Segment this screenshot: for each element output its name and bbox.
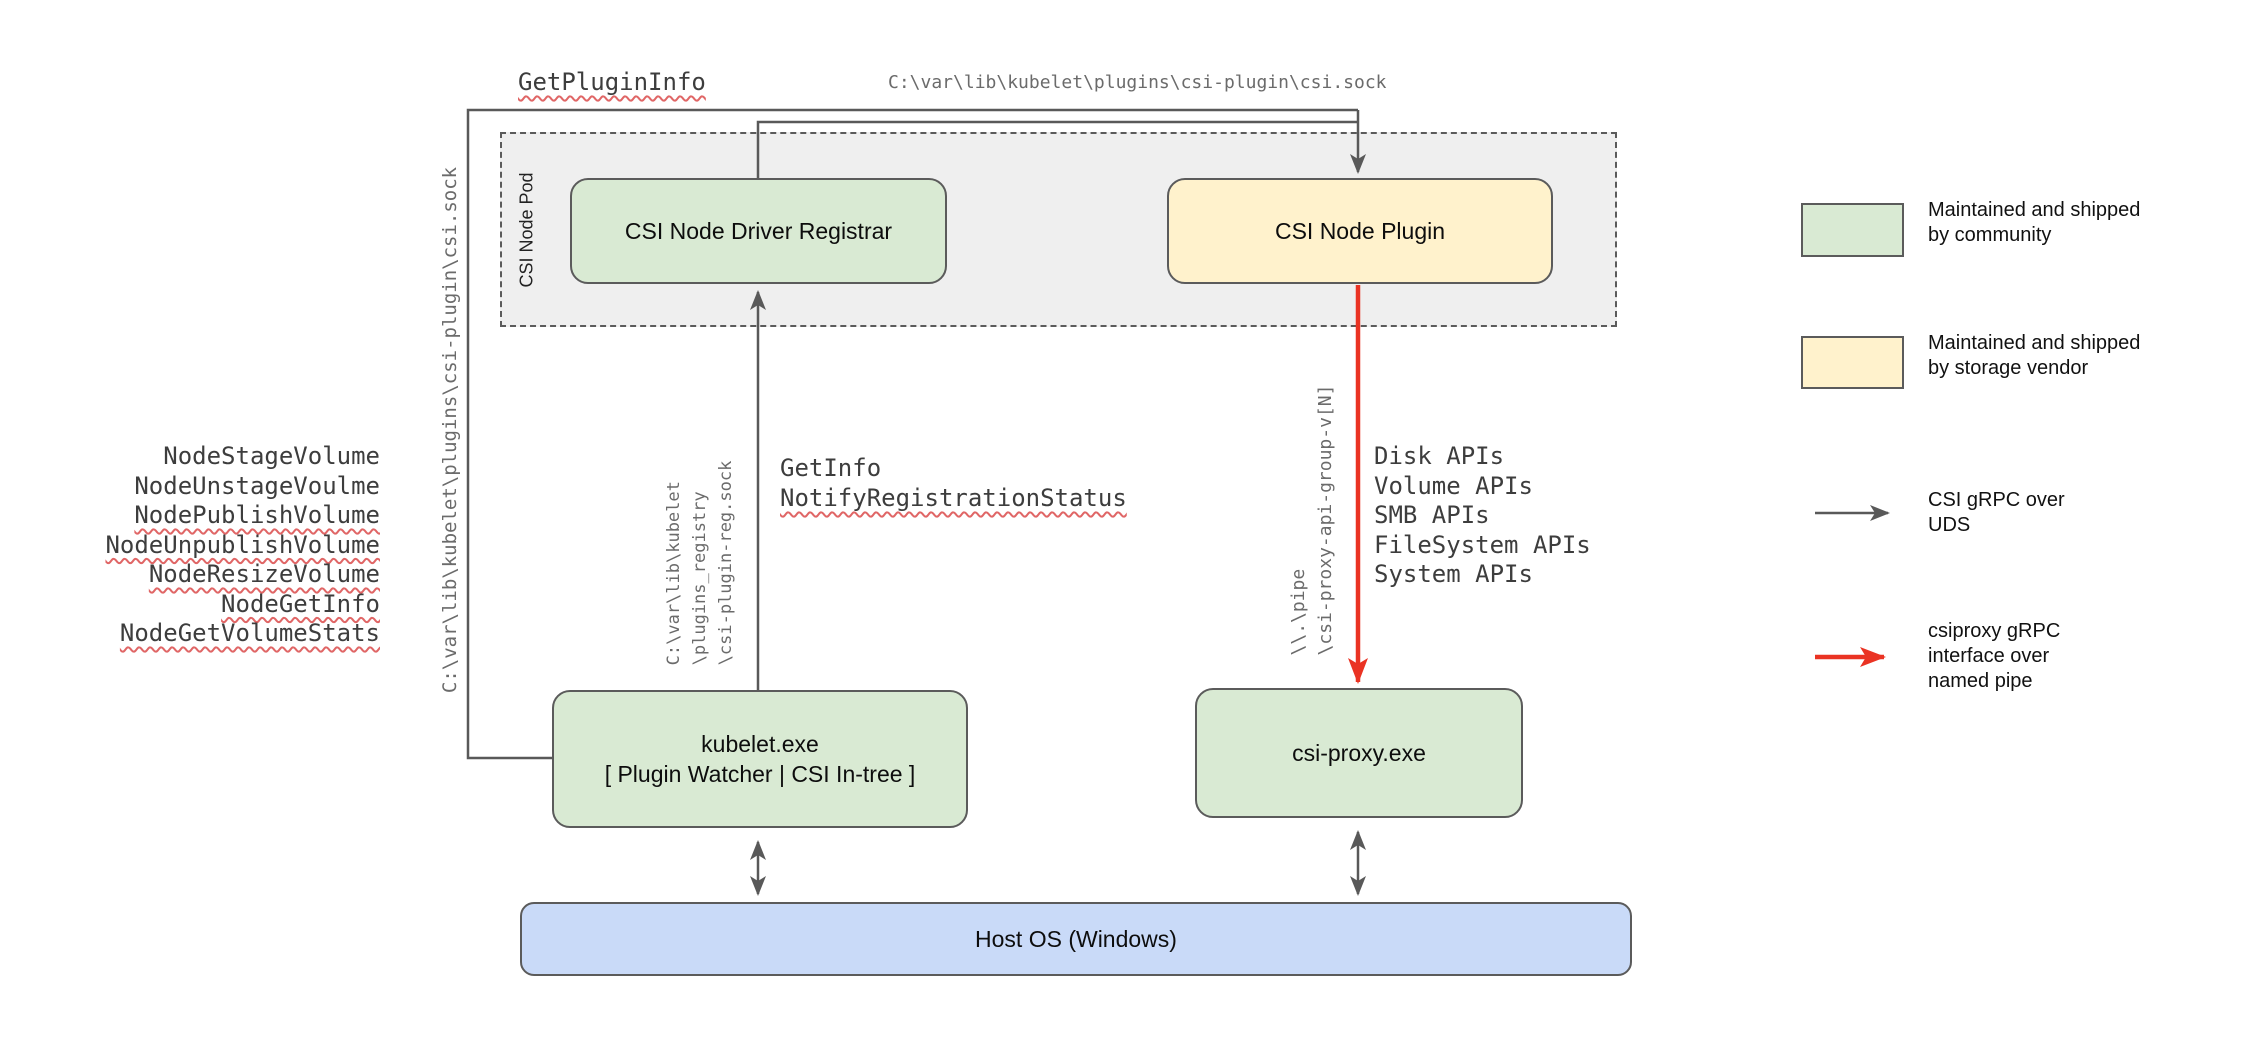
legend-community-line: by community bbox=[1928, 224, 2052, 246]
notify-registration-status-label: NotifyRegistrationStatus bbox=[780, 484, 1127, 512]
node-rpc-call: NodeStageVolume bbox=[163, 442, 380, 470]
legend-vendor-swatch bbox=[1801, 336, 1904, 389]
legend-community-text: Maintained and shipped by community bbox=[1928, 198, 2140, 248]
wire-kubelet-to-plugin bbox=[466, 108, 1358, 760]
csi-node-plugin-box: CSI Node Plugin bbox=[1167, 178, 1553, 284]
named-pipe-path-line: \\.\pipe bbox=[1288, 568, 1309, 656]
csi-sock-path-left-label: C:\var\lib\kubelet\plugins\csi-plugin\cs… bbox=[439, 166, 461, 694]
proxy-api-item: SMB APIs bbox=[1374, 501, 1490, 529]
node-rpc-call: NodePublishVolume bbox=[134, 501, 380, 529]
registry-sock-path-line: \csi-plugin-reg.sock bbox=[716, 460, 736, 666]
legend-uds-text: CSI gRPC over UDS bbox=[1928, 488, 2065, 538]
node-rpc-call-list: NodeStageVolume NodeUnstageVoulme NodePu… bbox=[80, 442, 380, 649]
proxy-api-item: Disk APIs bbox=[1374, 442, 1505, 470]
node-rpc-call: NodeUnpublishVolume bbox=[105, 530, 380, 559]
legend-community-swatch bbox=[1801, 203, 1904, 257]
legend-vendor-line: Maintained and shipped bbox=[1928, 332, 2141, 354]
legend-uds-line: CSI gRPC over bbox=[1928, 489, 2065, 511]
csi-node-driver-registrar-label: CSI Node Driver Registrar bbox=[624, 218, 893, 244]
legend-pipe-text: csiproxy gRPC interface over named pipe bbox=[1928, 619, 2060, 694]
proxy-api-list: Disk APIs Volume APIs SMB APIs FileSyste… bbox=[1374, 442, 1591, 590]
get-plugin-info-label: GetPluginInfo bbox=[518, 68, 706, 96]
legend-community-line: Maintained and shipped bbox=[1928, 199, 2141, 221]
legend-vendor-line: by storage vendor bbox=[1928, 357, 2089, 379]
csi-node-plugin-label: CSI Node Plugin bbox=[1274, 218, 1446, 244]
host-os-label: Host OS (Windows) bbox=[975, 926, 1177, 952]
wire-registrar-to-plugin bbox=[756, 120, 1358, 178]
node-rpc-call: NodeUnstageVoulme bbox=[134, 471, 380, 500]
kubelet-label-line1: kubelet.exe bbox=[701, 731, 819, 757]
registry-sock-path-label: C:\var\lib\kubelet \plugins_registry \cs… bbox=[661, 461, 739, 666]
legend-pipe-line: named pipe bbox=[1928, 670, 2033, 692]
kubelet-box: kubelet.exe [ Plugin Watcher | CSI In-tr… bbox=[552, 690, 968, 828]
host-os-box: Host OS (Windows) bbox=[520, 902, 1632, 976]
csi-proxy-label: csi-proxy.exe bbox=[1292, 740, 1426, 766]
registry-sock-path-line: C:\var\lib\kubelet bbox=[664, 481, 684, 666]
named-pipe-path-label: \\.\pipe \csi-proxy-api-group-v[N] bbox=[1285, 385, 1339, 656]
legend-vendor-text: Maintained and shipped by storage vendor bbox=[1928, 331, 2140, 381]
get-info-label: GetInfo bbox=[780, 454, 882, 482]
proxy-api-item: FileSystem APIs bbox=[1374, 530, 1591, 559]
registry-sock-path-line: \plugins_registry bbox=[690, 491, 710, 666]
legend-pipe-line: interface over bbox=[1928, 645, 2050, 667]
node-rpc-call: NodeResizeVolume bbox=[148, 560, 380, 588]
kubelet-label-line2: [ Plugin Watcher | CSI In-tree ] bbox=[604, 761, 916, 787]
csi-proxy-box: csi-proxy.exe bbox=[1195, 688, 1523, 818]
csi-node-driver-registrar-box: CSI Node Driver Registrar bbox=[570, 178, 947, 284]
legend-pipe-line: csiproxy gRPC bbox=[1928, 620, 2061, 642]
legend-uds-line: UDS bbox=[1928, 514, 1971, 536]
proxy-api-item: System APIs bbox=[1374, 560, 1533, 588]
proxy-api-item: Volume APIs bbox=[1374, 471, 1533, 500]
node-rpc-call: NodeGetVolumeStats bbox=[119, 619, 380, 647]
node-rpc-call: NodeGetInfo bbox=[221, 589, 380, 618]
named-pipe-path-line: \csi-proxy-api-group-v[N] bbox=[1315, 384, 1336, 656]
csi-sock-path-top-label: C:\var\lib\kubelet\plugins\csi-plugin\cs… bbox=[888, 72, 1387, 93]
